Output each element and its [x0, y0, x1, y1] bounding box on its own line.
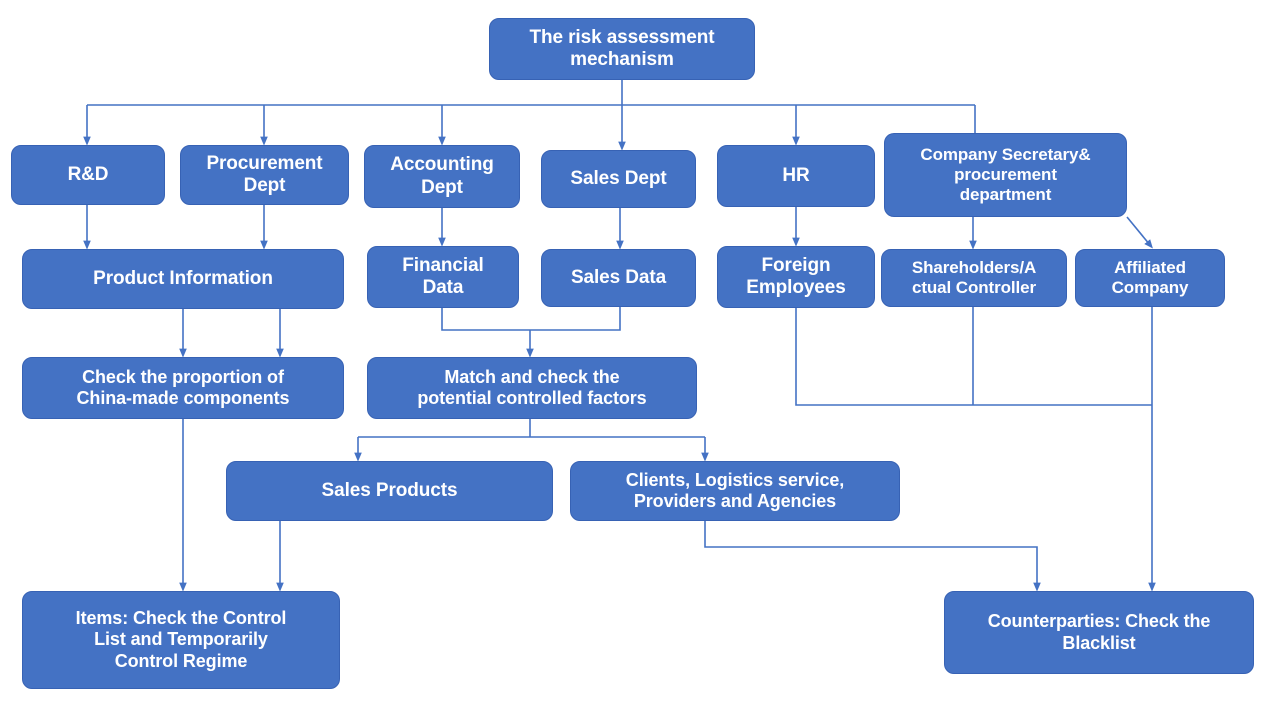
connector-clients-to-counterparties	[704, 521, 1041, 592]
node-affiliated-company[interactable]: Affiliated Company	[1075, 249, 1225, 307]
node-product-information[interactable]: Product Information	[22, 249, 344, 309]
node-hr[interactable]: HR	[717, 145, 875, 207]
node-check-china-made-proportion[interactable]: Check the proportion of China-made compo…	[22, 357, 344, 419]
node-root[interactable]: The risk assessment mechanism	[489, 18, 755, 80]
connector-cosec-to-affiliated	[1126, 216, 1153, 249]
node-sales-products[interactable]: Sales Products	[226, 461, 553, 521]
node-sales-dept[interactable]: Sales Dept	[541, 150, 696, 208]
connector-data-merge-bus	[441, 307, 621, 331]
node-clients-logistics-providers[interactable]: Clients, Logistics service, Providers an…	[570, 461, 900, 521]
node-procurement-dept[interactable]: Procurement Dept	[180, 145, 349, 205]
node-shareholders-actual-controller[interactable]: Shareholders/A ctual Controller	[881, 249, 1067, 307]
node-counterparties-blacklist[interactable]: Counterparties: Check the Blacklist	[944, 591, 1254, 674]
node-foreign-employees[interactable]: Foreign Employees	[717, 246, 875, 308]
node-rnd[interactable]: R&D	[11, 145, 165, 205]
node-financial-data[interactable]: Financial Data	[367, 246, 519, 308]
node-sales-data[interactable]: Sales Data	[541, 249, 696, 307]
node-accounting-dept[interactable]: Accounting Dept	[364, 145, 520, 208]
node-match-controlled-factors[interactable]: Match and check the potential controlled…	[367, 357, 697, 419]
node-company-secretary[interactable]: Company Secretary& procurement departmen…	[884, 133, 1127, 217]
node-items-control-list[interactable]: Items: Check the Control List and Tempor…	[22, 591, 340, 689]
connector-foreign-to-right-bus	[795, 308, 1152, 406]
